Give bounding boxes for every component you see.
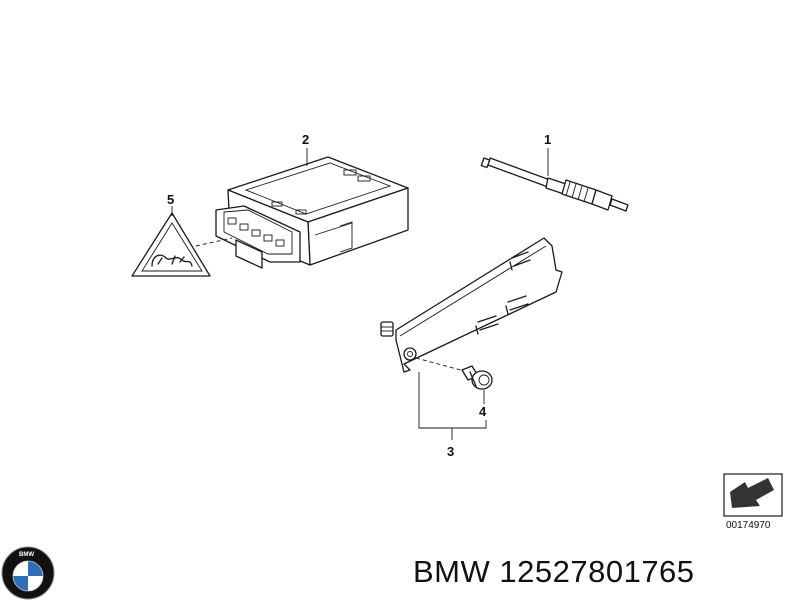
reference-code: 00174970 bbox=[726, 520, 771, 531]
part-caption: BMW 12527801765 bbox=[413, 554, 695, 589]
control-unit-drawing bbox=[215, 156, 409, 269]
bracket-stud-mid bbox=[505, 295, 529, 315]
arrow-icon bbox=[730, 478, 774, 508]
bmw-logo: BMW bbox=[1, 546, 55, 600]
bracket-drawing bbox=[380, 237, 563, 373]
glow-plug-drawing bbox=[480, 157, 629, 212]
callout-1: 1 bbox=[544, 132, 551, 147]
callout-2: 2 bbox=[302, 132, 309, 147]
reference-box: 00174970 bbox=[723, 473, 783, 531]
caption-part-number: 12527801765 bbox=[499, 554, 694, 589]
callout-5: 5 bbox=[167, 192, 174, 207]
screw-drawing bbox=[415, 357, 493, 390]
caption-brand: BMW bbox=[413, 554, 491, 589]
leader-lines bbox=[171, 148, 549, 440]
callout-4: 4 bbox=[479, 404, 487, 419]
logo-text: BMW bbox=[19, 552, 34, 558]
callout-3: 3 bbox=[447, 444, 454, 459]
bracket-bolt-left bbox=[380, 321, 394, 337]
bracket-stud-top bbox=[509, 251, 531, 271]
bracket-stud-low bbox=[475, 315, 499, 335]
warning-label-drawing bbox=[131, 212, 233, 277]
